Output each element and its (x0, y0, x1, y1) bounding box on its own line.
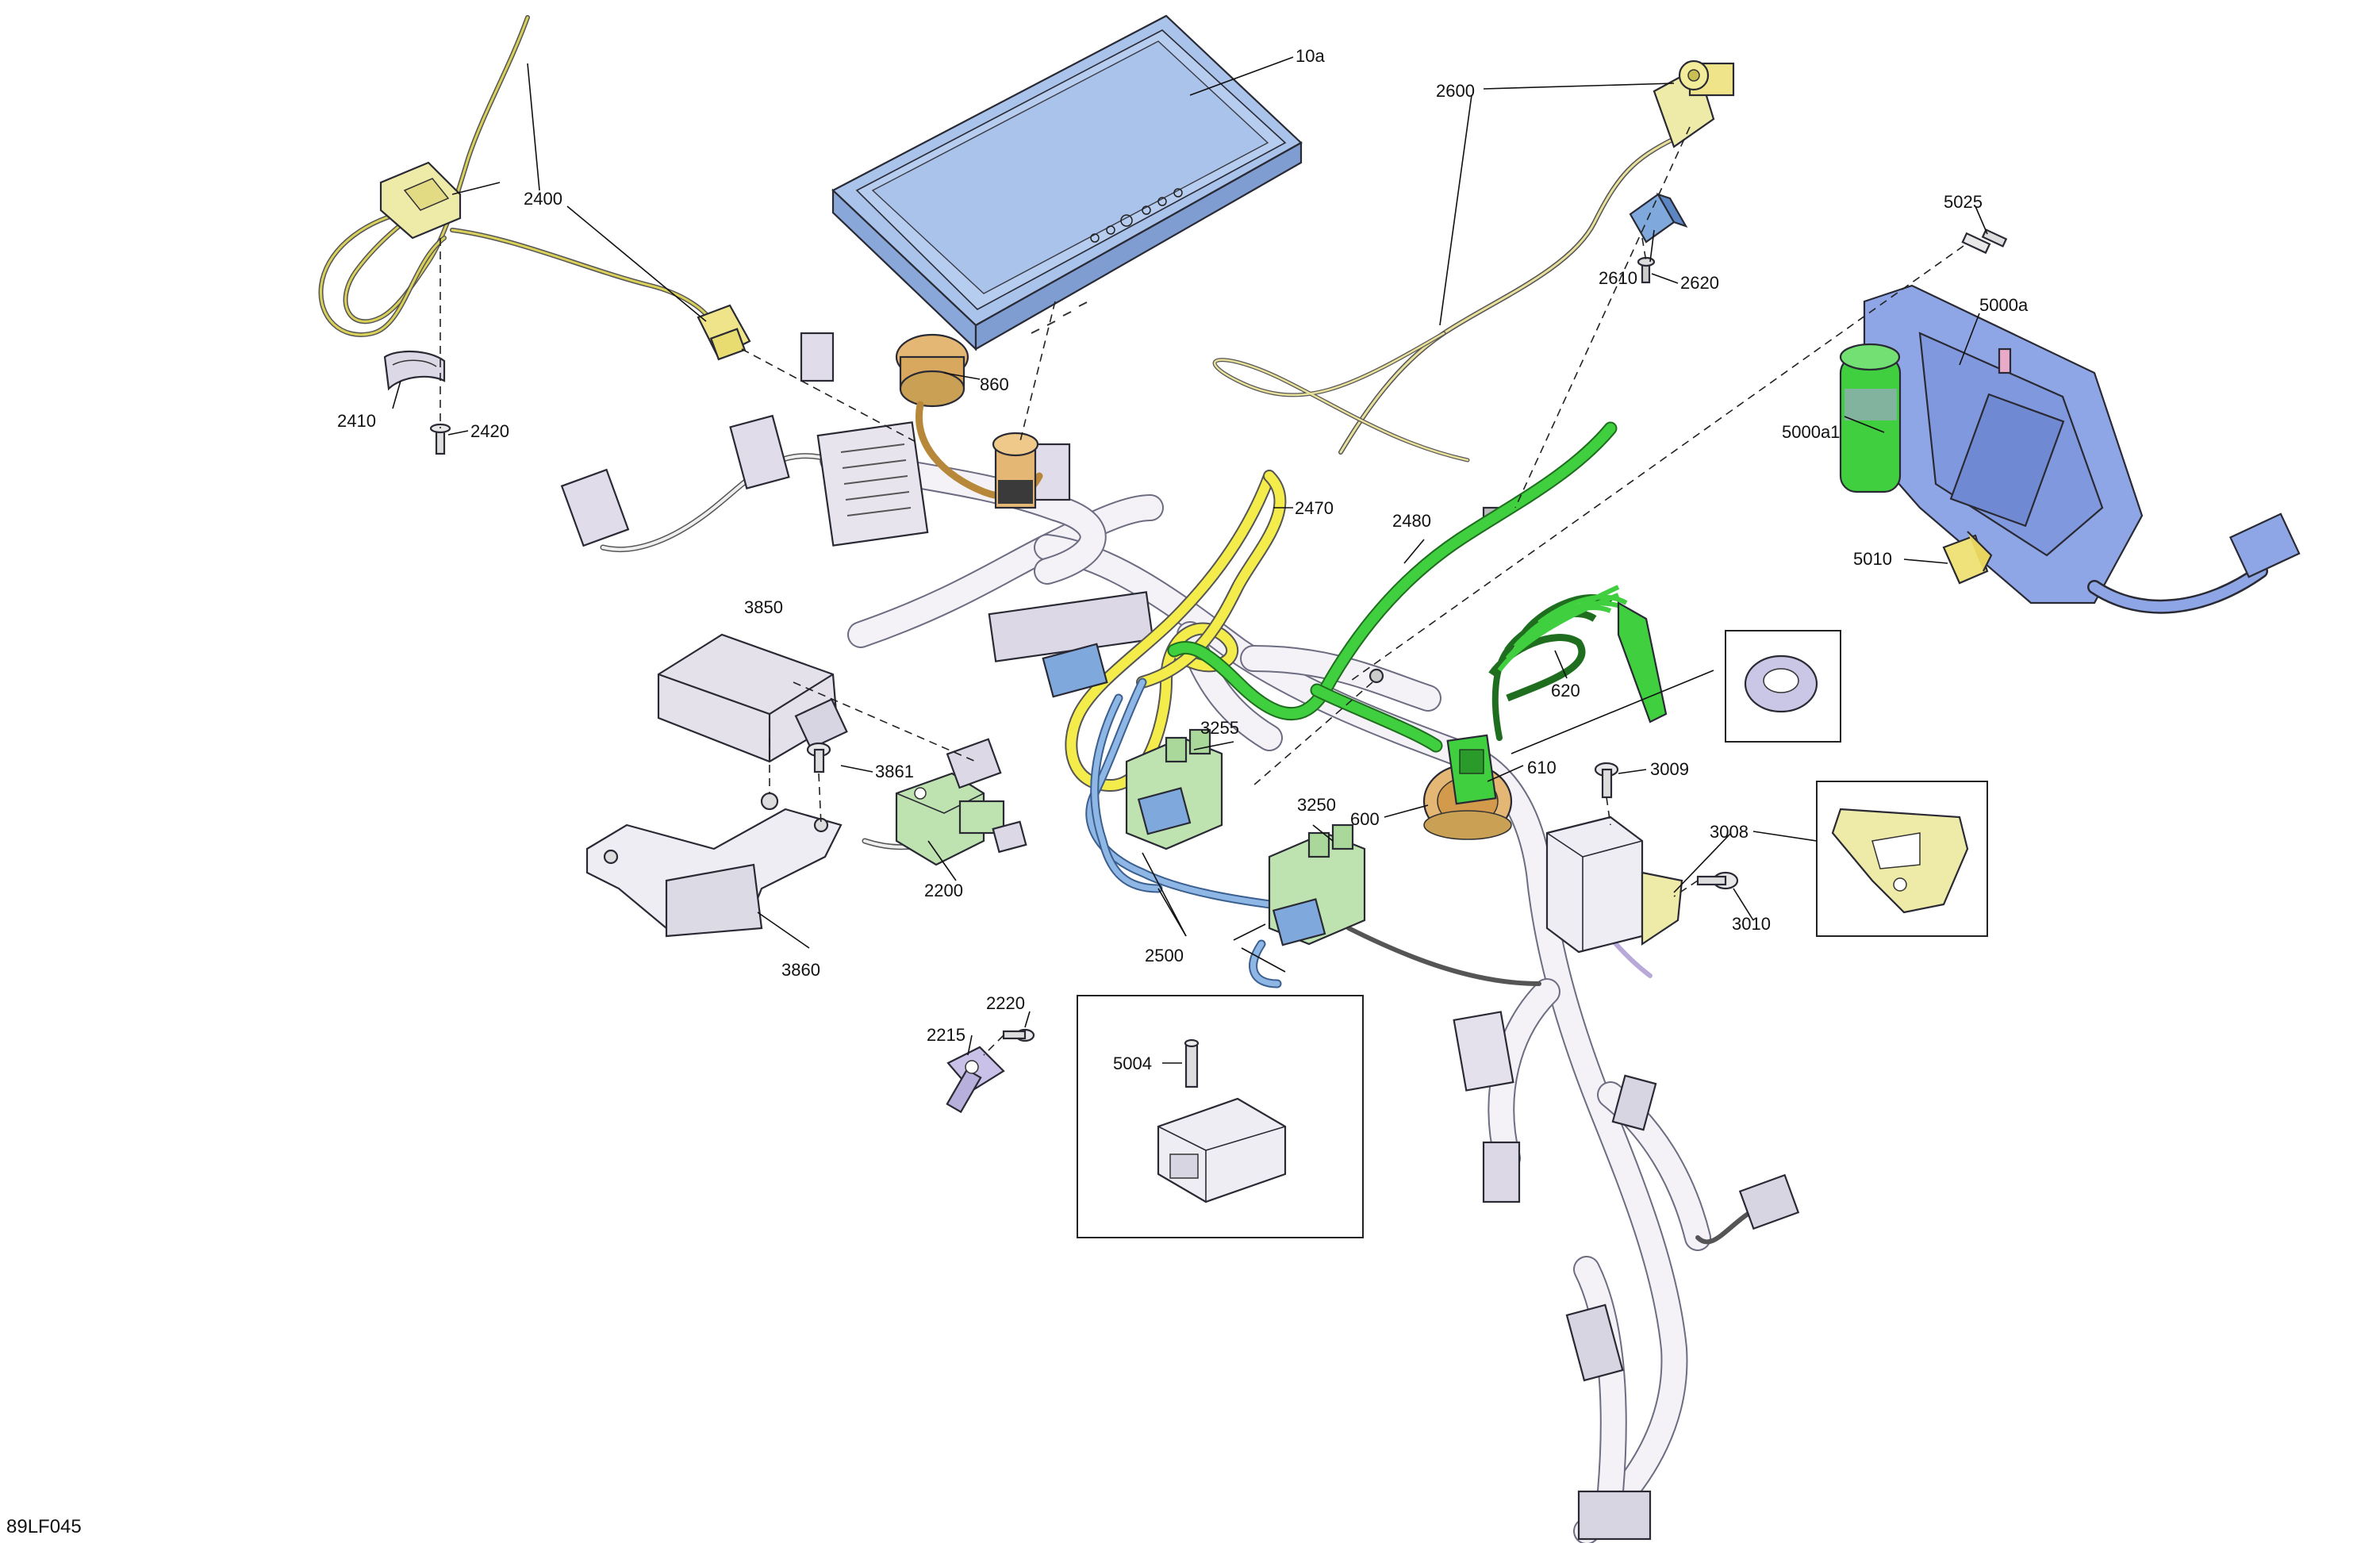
screw-3009 (1594, 762, 1619, 799)
inset-box-bracket (1816, 781, 1988, 937)
label-3861: 3861 (875, 762, 914, 781)
label-2400: 2400 (524, 189, 562, 209)
label-2620: 2620 (1680, 273, 1719, 293)
label-3860: 3860 (781, 960, 820, 980)
label-3010: 3010 (1732, 914, 1771, 934)
screw-2620 (1637, 256, 1656, 284)
module-3850 (657, 633, 848, 763)
figure-code: 89LF045 (6, 1516, 82, 1537)
inset-box-5004 (1077, 995, 1364, 1238)
label-2200: 2200 (924, 881, 963, 900)
label-2220: 2220 (986, 993, 1025, 1013)
label-2420: 2420 (470, 421, 509, 441)
leader-lines (392, 56, 1988, 1064)
yellow-wire-2470 (1065, 470, 1287, 792)
label-5004: 5004 (1113, 1054, 1152, 1073)
module-5000a (1863, 284, 2301, 614)
part-860 (895, 333, 1043, 509)
label-5010: 5010 (1853, 549, 1892, 569)
label-2410: 2410 (337, 411, 376, 431)
label-2610: 2610 (1599, 268, 1637, 288)
label-5025: 5025 (1944, 192, 1983, 212)
label-2480: 2480 (1392, 511, 1431, 531)
label-3850: 3850 (744, 597, 783, 617)
sensor-2215 (946, 1046, 1005, 1114)
bolt-3861 (806, 742, 831, 773)
connector-5010 (1942, 531, 1993, 585)
relay-3008 (1545, 816, 1683, 954)
label-5000a: 5000a (1979, 295, 2029, 315)
label-3250: 3250 (1297, 795, 1336, 815)
connector-3255 (1125, 728, 1223, 850)
clip-2610 (1629, 193, 1688, 244)
coil-cord-620 (1488, 585, 1668, 741)
blue-wires-2500 (1042, 643, 1338, 988)
green-wire-2480 (1167, 421, 1618, 753)
label-10a: 10a (1296, 46, 1325, 66)
bracket-3860 (585, 792, 843, 938)
clip-2410 (383, 351, 446, 391)
display-cluster-10a (831, 14, 1303, 351)
label-5000a1: 5000a1 (1782, 422, 1840, 442)
connector-3250 (1268, 823, 1366, 946)
label-2215: 2215 (927, 1025, 965, 1045)
label-620: 620 (1551, 681, 1580, 700)
label-610: 610 (1527, 758, 1557, 777)
screw-2220 (1002, 1028, 1035, 1042)
label-3008: 3008 (1710, 822, 1749, 842)
inset-box-ring (1725, 630, 1841, 743)
cylinder-5000a1 (1839, 343, 1902, 493)
callout-labels: 10a 860 2600 2610 2620 5025 5000a 5000a1… (337, 46, 2029, 1073)
label-600: 600 (1350, 809, 1380, 829)
sensor-2200 (895, 738, 1027, 866)
label-2500: 2500 (1145, 946, 1184, 965)
assembly-dashed-lines (440, 126, 1964, 1056)
switch-2600 (1212, 59, 1735, 463)
label-860: 860 (980, 374, 1009, 394)
label-3255: 3255 (1200, 718, 1239, 738)
label-2600: 2600 (1436, 81, 1475, 101)
bolt-5025 (1961, 228, 2008, 255)
screw-2420 (429, 423, 451, 455)
sensor-wire-2400 (318, 15, 751, 361)
label-2470: 2470 (1295, 498, 1334, 518)
connector-610 (1446, 734, 1497, 805)
bolt-3010 (1696, 871, 1739, 890)
label-3009: 3009 (1650, 759, 1689, 779)
